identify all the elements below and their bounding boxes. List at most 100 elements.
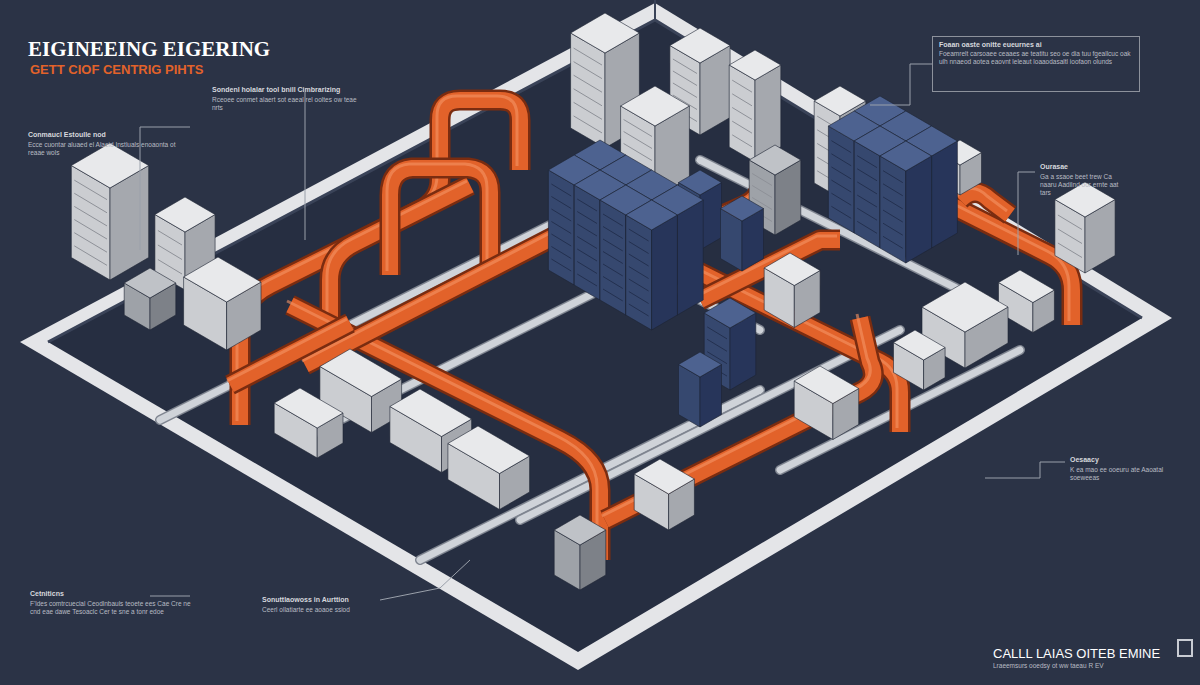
- unit-face: [677, 200, 703, 315]
- equipment-unit: [274, 388, 343, 458]
- vent-line: [857, 208, 877, 220]
- vent-line: [1058, 229, 1082, 244]
- leader-line: [1018, 172, 1035, 255]
- equipment-unit: [729, 50, 781, 162]
- unit-top: [448, 426, 530, 474]
- vent-line: [883, 184, 903, 196]
- vent-line: [629, 279, 649, 291]
- vent-line: [831, 154, 851, 166]
- unit-top: [794, 366, 859, 404]
- vent-line: [707, 327, 727, 339]
- vent-line: [732, 80, 752, 92]
- vent-line: [831, 206, 851, 218]
- callout-heading: Sonuttlaowoss in Aurttion: [262, 596, 349, 605]
- callout-heading: Conmaucl Estoulle nod: [28, 131, 188, 140]
- vent-line: [577, 262, 597, 274]
- unit-top: [749, 145, 801, 175]
- vent-line: [577, 249, 597, 261]
- unit-top: [764, 253, 820, 286]
- vent-line: [629, 267, 649, 279]
- vent-line: [629, 242, 649, 254]
- wall-corner: [654, 0, 656, 20]
- callout-heading: Sondenl holalar tool bnill Cimbrarizing: [212, 86, 362, 95]
- box-heading: Foaan oaste onitte eueurnes ai: [939, 41, 1133, 50]
- vent-line: [603, 289, 623, 301]
- logo-mark: [1178, 640, 1192, 656]
- vent-line: [883, 236, 903, 248]
- unit-top: [704, 298, 756, 328]
- leader-line: [380, 560, 470, 600]
- leader-line: [150, 596, 190, 597]
- vent-line: [629, 292, 649, 304]
- vent-line: [551, 197, 571, 209]
- vent-line: [732, 121, 752, 133]
- unit-face: [626, 215, 652, 330]
- vent-line: [883, 171, 903, 183]
- unit-face: [652, 215, 678, 330]
- vent-line: [624, 120, 652, 137]
- pipe-highlight: [237, 96, 517, 421]
- leader-line: [870, 64, 932, 105]
- subtitle: GETT CIOF CENTRIG PIHTS: [30, 62, 203, 78]
- equipment-unit: [448, 426, 530, 510]
- unit-top: [621, 86, 690, 126]
- logo-text: CALLL LAIAS OITEB EMINE: [993, 646, 1160, 662]
- vent-line: [831, 141, 851, 153]
- equipment-unit: [764, 253, 820, 328]
- vent-line: [574, 102, 602, 119]
- vent-line: [577, 199, 597, 211]
- unit-top: [634, 459, 694, 494]
- box-text: Foeamrelt carsoaee ceaaes ae teatitu seo…: [939, 50, 1133, 66]
- vent-line: [577, 212, 597, 224]
- vent-line: [158, 245, 182, 260]
- orange-pipe: [390, 168, 490, 275]
- unit-face: [854, 141, 880, 248]
- vent-line: [883, 197, 903, 209]
- vent-line: [551, 184, 571, 196]
- vent-line: [857, 169, 877, 181]
- vent-line: [831, 193, 851, 205]
- unit-top: [880, 141, 932, 171]
- unit-top: [320, 349, 402, 397]
- vent-line: [883, 223, 903, 235]
- vent-line: [551, 222, 571, 234]
- vent-line: [74, 180, 107, 200]
- unit-face: [548, 170, 574, 285]
- unit-top: [894, 330, 946, 360]
- logo-subtext: Lraeemsurs ooedsy ot ww taeau R EV: [993, 662, 1104, 670]
- vent-line: [603, 214, 623, 226]
- vent-line: [732, 94, 752, 106]
- vent-line: [732, 135, 752, 147]
- unit-top: [626, 200, 678, 230]
- unit-top: [390, 389, 472, 437]
- callout-text: Ecce cuontar aluaed el Alaeid Instluals …: [28, 141, 178, 157]
- unit-top: [679, 352, 722, 377]
- callout-heading: Cetniticns: [30, 590, 64, 599]
- white-pipe-outline: [520, 330, 900, 520]
- unit-face: [574, 185, 600, 300]
- vent-line: [1058, 215, 1082, 230]
- vent-line: [883, 210, 903, 222]
- vent-line: [629, 229, 649, 241]
- callout-text: K ea mao ee ooeuru ate Aaoatal soeweeas: [1070, 466, 1190, 482]
- vent-line: [831, 180, 851, 192]
- callout-text: F'ldes comtrcuecial Ceodlnbauls teoete e…: [30, 600, 195, 616]
- orange-pipe: [240, 100, 520, 425]
- equipment-unit: [634, 459, 694, 530]
- vent-line: [574, 48, 602, 65]
- vent-line: [857, 182, 877, 194]
- unit-top: [554, 515, 606, 545]
- pipe-highlight: [387, 164, 487, 271]
- vent-line: [673, 59, 697, 74]
- unit-face: [600, 200, 626, 315]
- vent-line: [577, 224, 597, 236]
- equipment-unit: [679, 352, 722, 427]
- equipment-group: [71, 13, 1115, 590]
- callout-text: Ga a ssaoe beet trew Ca naaru Aadilnd oo…: [1040, 173, 1130, 197]
- vent-line: [577, 237, 597, 249]
- equipment-unit: [794, 366, 859, 440]
- vent-line: [551, 259, 571, 271]
- unit-top: [124, 268, 176, 298]
- vent-line: [831, 167, 851, 179]
- leader-line: [985, 462, 1065, 478]
